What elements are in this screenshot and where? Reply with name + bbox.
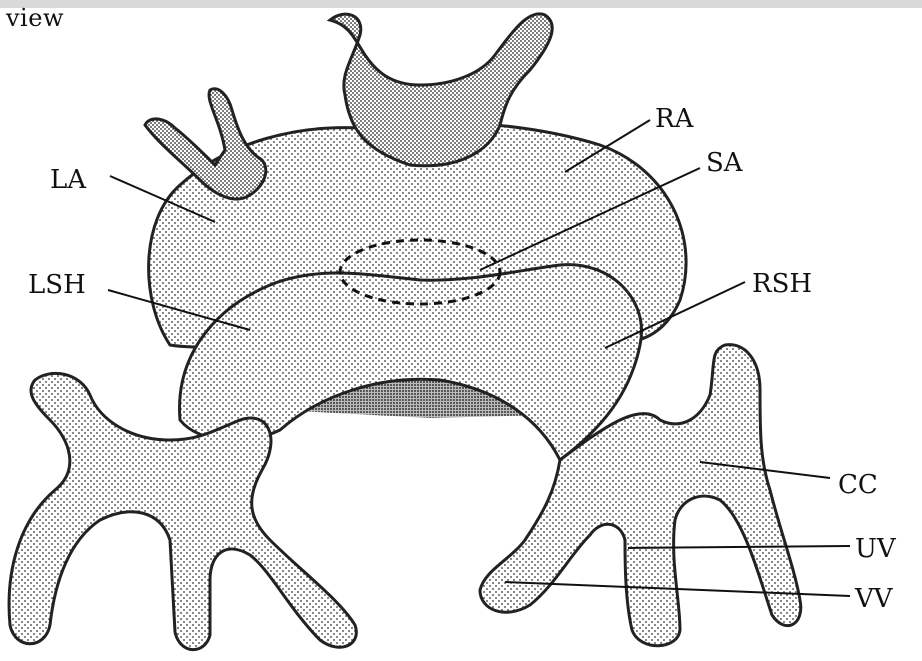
label-sa: SA [706,148,744,178]
label-rsh: RSH [752,269,812,299]
label-ra: RA [655,104,695,134]
label-lsh: LSH [28,270,86,300]
label-uv: UV [855,534,897,564]
label-la: LA [50,165,87,195]
label-vv: VV [854,584,894,614]
label-cc: CC [838,470,878,500]
